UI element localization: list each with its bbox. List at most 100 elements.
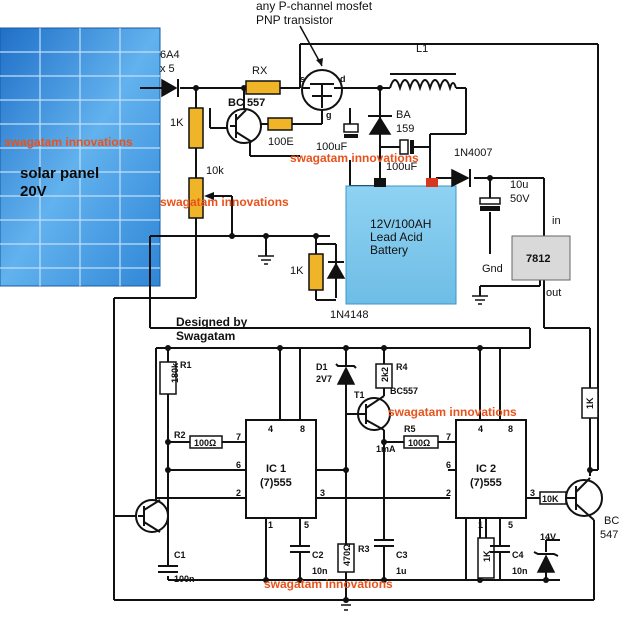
- label-r5-value: 100Ω: [408, 438, 430, 448]
- resistor-r2: [189, 435, 223, 449]
- ic2-pin6: 6: [446, 460, 451, 470]
- diode-1n4148: [326, 261, 346, 279]
- ic2-type: (7)555: [470, 477, 502, 489]
- ic2-555: [455, 419, 527, 519]
- ic1-pin8: 8: [300, 424, 305, 434]
- diode-6a4: [161, 78, 179, 98]
- resistor-1k-right: [581, 387, 599, 419]
- label-r3-value: 470Ω: [342, 544, 352, 566]
- watermark-5: swagatam innovations: [264, 577, 393, 591]
- label-c1-value: 100n: [174, 574, 195, 584]
- regulator-name: 7812: [526, 253, 550, 265]
- label-10u: 10u: [510, 179, 528, 191]
- credit-line1: Designed by: [176, 315, 248, 329]
- resistor-r1: [159, 361, 177, 395]
- capacitor-10u: [479, 197, 501, 211]
- label-l1: L1: [416, 43, 428, 55]
- ic1-pin4: 4: [268, 424, 273, 434]
- battery-label-2: Lead Acid: [370, 230, 423, 244]
- label-1k-top: 1K: [170, 117, 184, 129]
- label-1k-right: 1K: [585, 397, 595, 409]
- panel-title-line2: 20V: [20, 183, 47, 200]
- mosfet-note-line2: PNP transistor: [256, 13, 333, 27]
- label-r5: R5: [404, 424, 416, 434]
- transistor-t1: [346, 395, 391, 431]
- label-c3: C3: [396, 550, 408, 560]
- resistor-1k-top: [188, 107, 204, 149]
- resistor-r3: [337, 543, 355, 573]
- ic1-type: (7)555: [260, 477, 292, 489]
- ic2-pin4: 4: [478, 424, 483, 434]
- label-c2: C2: [312, 550, 324, 560]
- label-rx: RX: [252, 65, 268, 77]
- credit-line2: Swagatam: [176, 329, 235, 343]
- ic2-pin5: 5: [508, 520, 513, 530]
- label-c3-value: 1u: [396, 566, 407, 576]
- label-t1-type: BC557: [390, 386, 418, 396]
- transistor-bc557-top: [226, 108, 262, 144]
- ic2-pin7: 7: [446, 432, 451, 442]
- watermark-2: swagatam innovations: [160, 195, 289, 209]
- mosfet-pin-d: d: [340, 74, 346, 84]
- transistor-bc547: [565, 477, 603, 521]
- mosfet-note-line1: any P-channel mosfet: [256, 0, 373, 13]
- label-c2-value: 10n: [312, 566, 328, 576]
- ic1-pin6: 6: [236, 460, 241, 470]
- label-current: 1mA: [376, 444, 396, 454]
- transistor-left: [135, 499, 169, 533]
- solar-panel: solar panel 20V: [0, 27, 161, 287]
- label-r2-value: 100Ω: [194, 438, 216, 448]
- label-c4: C4: [512, 550, 524, 560]
- ic1-pin1: 1: [268, 520, 273, 530]
- watermark-3: swagatam innovations: [290, 151, 419, 165]
- inductor-l1: [389, 73, 457, 92]
- label-100uf-a: 100uF: [316, 141, 347, 153]
- capacitor-100uf-b: [380, 139, 430, 155]
- label-6a4-count: x 5: [160, 63, 175, 75]
- ic2-label: IC 2: [476, 463, 496, 475]
- label-1n4007: 1N4007: [454, 147, 493, 159]
- zener-d1: [335, 363, 357, 385]
- ic1-pin7: 7: [236, 432, 241, 442]
- label-1k-mid: 1K: [290, 265, 304, 277]
- resistor-100e: [267, 117, 293, 131]
- ic1-label: IC 1: [266, 463, 286, 475]
- battery-12v: [345, 178, 457, 305]
- ic1-pin2: 2: [236, 488, 241, 498]
- mosfet-pin-s: s: [300, 74, 305, 84]
- p-channel-mosfet: [301, 69, 346, 111]
- label-d1-value: 2V7: [316, 374, 332, 384]
- label-r1: R1: [180, 360, 192, 370]
- label-bc557-top: BC 557: [228, 97, 265, 109]
- label-c4-value: 10n: [512, 566, 528, 576]
- label-r4: R4: [396, 362, 408, 372]
- label-bc547: BC: [604, 515, 619, 527]
- label-50v: 50V: [510, 193, 530, 205]
- label-bc547-num: 547: [600, 529, 618, 541]
- zener-14v: [533, 551, 559, 573]
- regulator-gnd-label: Gnd: [482, 263, 503, 275]
- ic1-pin3: 3: [320, 488, 325, 498]
- junctions: [165, 85, 593, 603]
- battery-label-3: Battery: [370, 243, 408, 257]
- label-10k-pot: 10k: [206, 165, 224, 177]
- label-1n4148: 1N4148: [330, 309, 369, 321]
- label-t1: T1: [354, 390, 365, 400]
- label-c1: C1: [174, 550, 186, 560]
- label-100e: 100E: [268, 136, 294, 148]
- label-1k-ic2: 1K: [482, 550, 492, 562]
- ic2-pin8: 8: [508, 424, 513, 434]
- resistor-r4: [375, 363, 393, 389]
- label-ba159: BA: [396, 109, 411, 121]
- ic2-pin1: 1: [478, 520, 483, 530]
- resistor-1k-mid: [308, 253, 324, 291]
- resistor-r5: [403, 435, 439, 449]
- capacitor-c2: [290, 545, 310, 560]
- label-r1-value: 180k: [170, 362, 180, 383]
- capacitor-100uf-a: [343, 108, 359, 138]
- battery-label-1: 12V/100AH: [370, 217, 431, 231]
- panel-title-line1: solar panel: [20, 165, 99, 182]
- label-r3: R3: [358, 544, 370, 554]
- diode-1n4007: [451, 168, 471, 188]
